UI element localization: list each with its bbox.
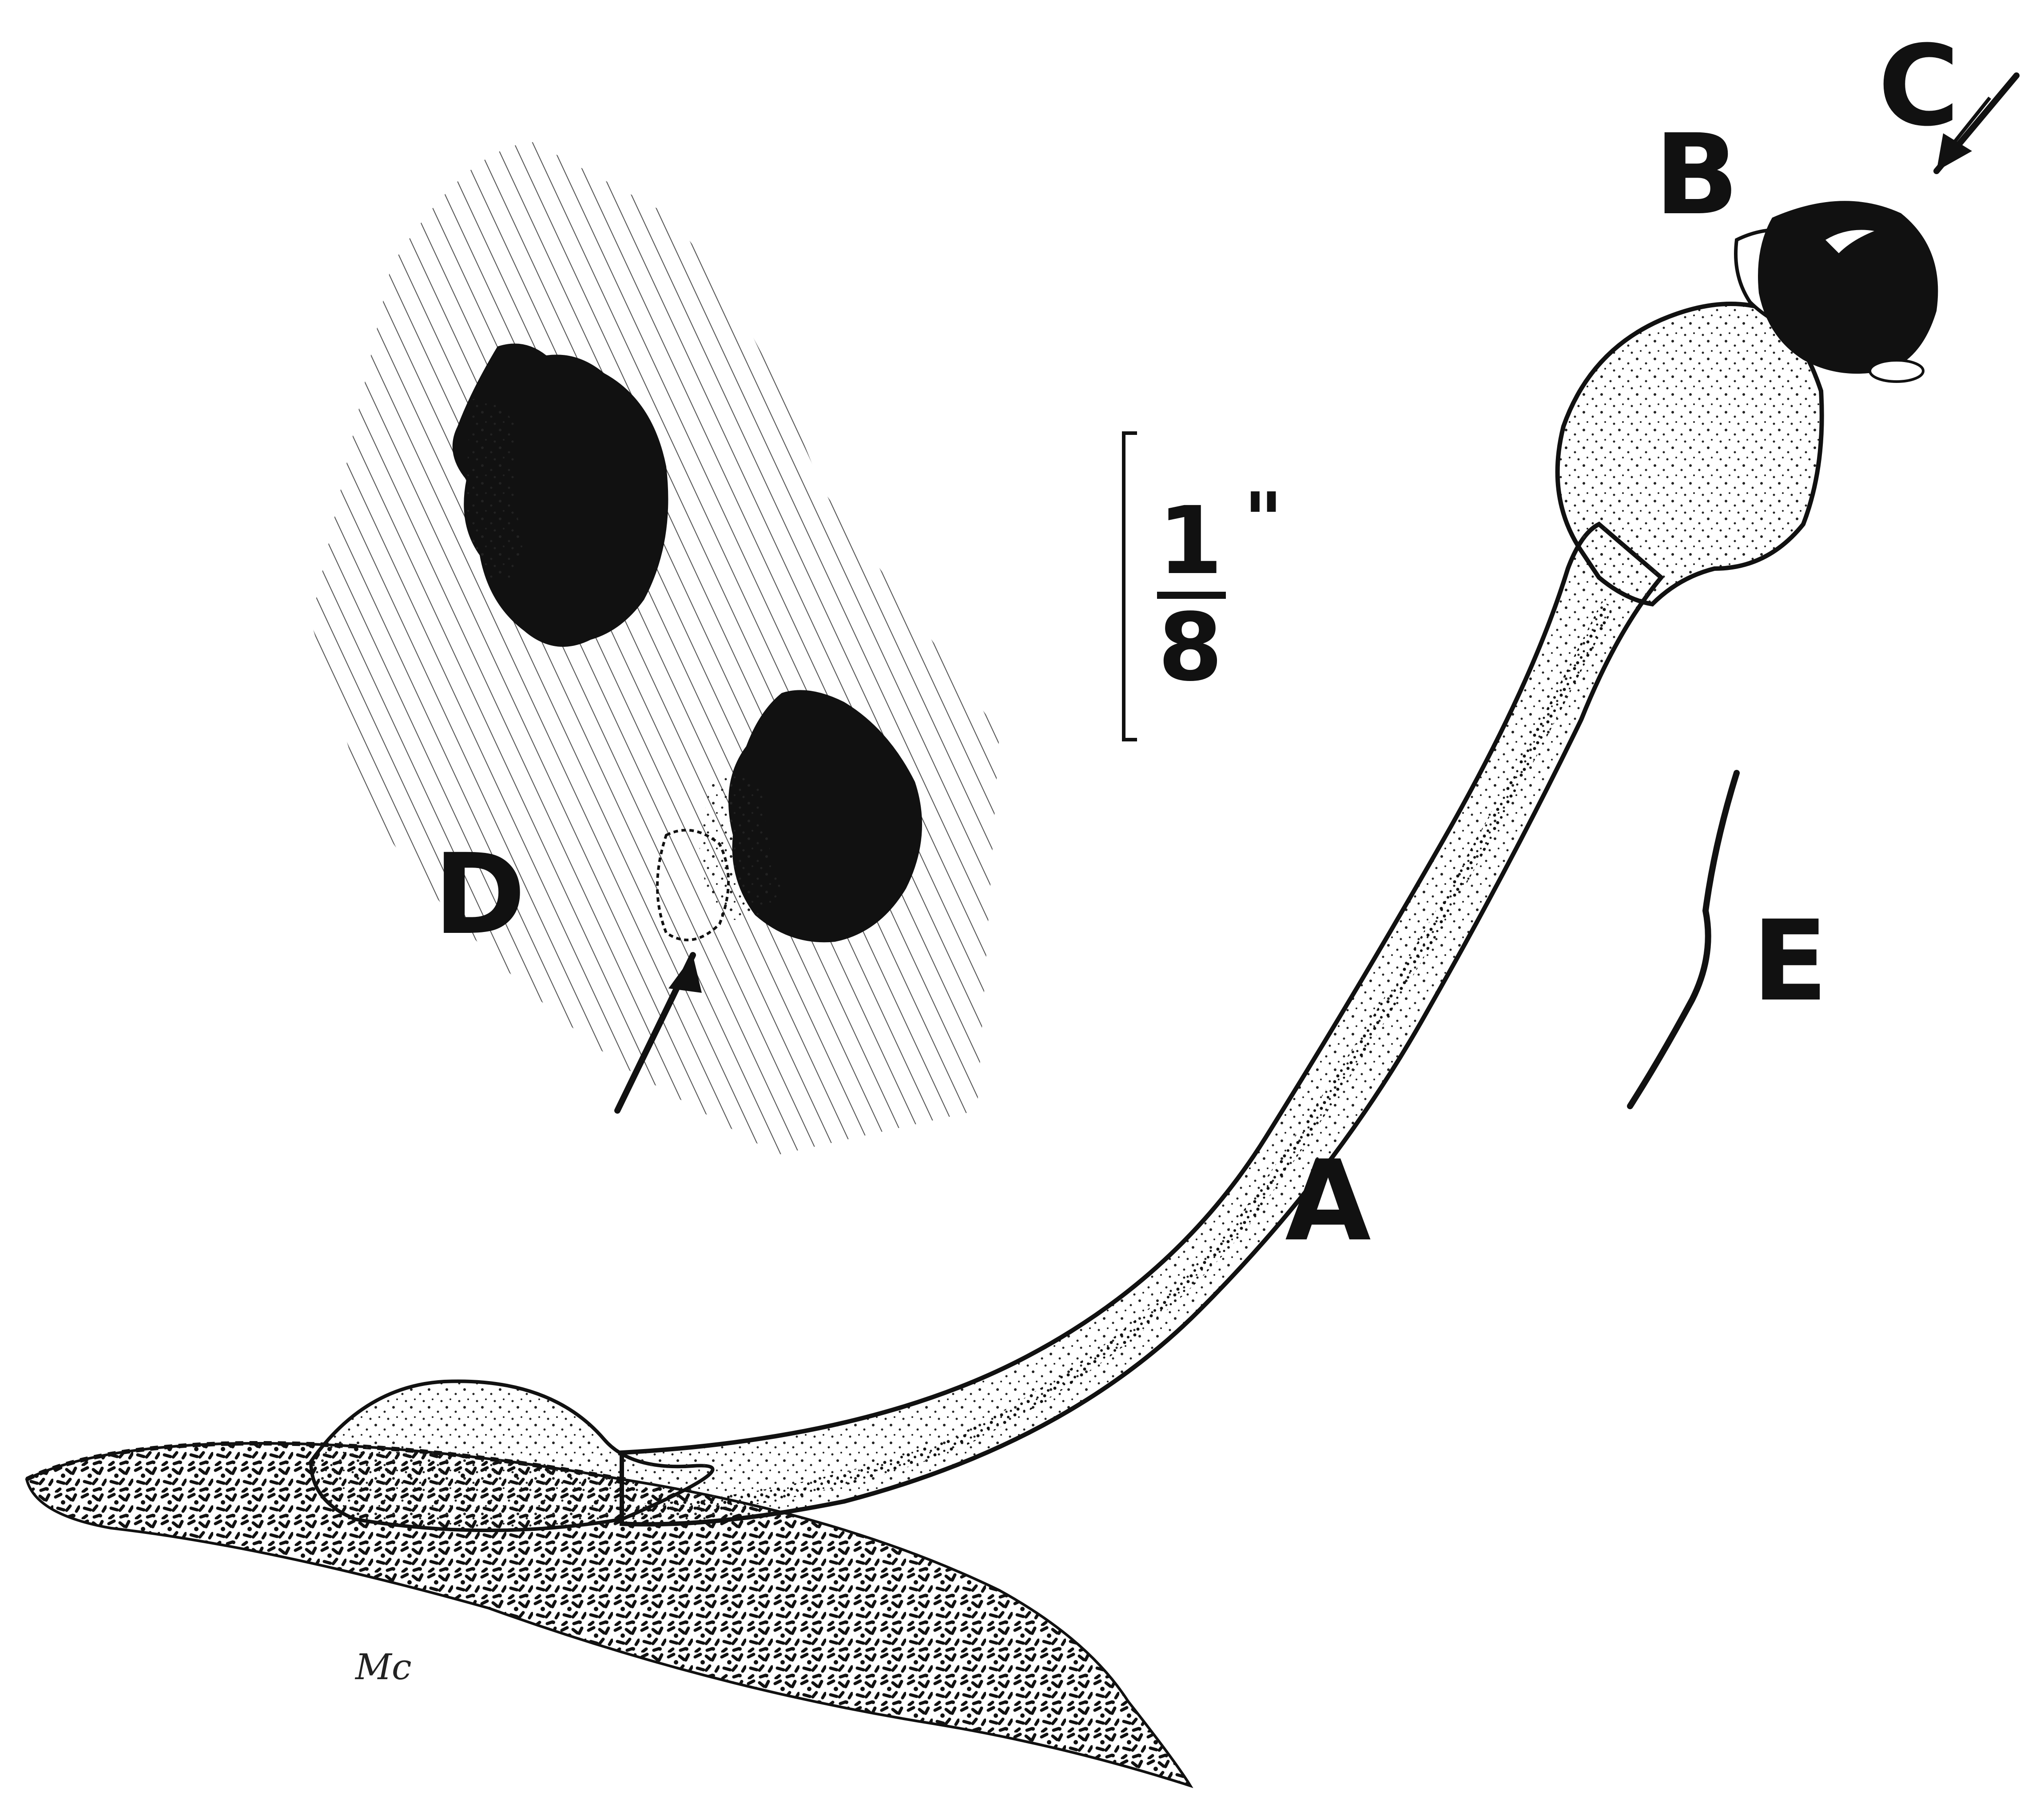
scale-numerator: 1 (1158, 486, 1223, 595)
scale-denominator: 8 (1158, 593, 1223, 702)
scale-unit: " (1244, 477, 1283, 565)
stalk-head-bulb (1558, 304, 1822, 604)
specimen-d-drawing (311, 142, 999, 1155)
scale-bar: 1 8 " (1124, 433, 1283, 740)
artist-signature: Mc (354, 1646, 412, 1688)
scale-bracket (1124, 433, 1137, 740)
label-c: C (1878, 21, 1959, 151)
specimen-e-line (1630, 773, 1737, 1106)
label-b: B (1654, 110, 1739, 239)
label-a: A (1285, 1136, 1371, 1266)
label-d: D (433, 830, 526, 959)
label-e: E (1752, 896, 1828, 1026)
cap-lower-rim (1870, 360, 1923, 382)
substrate-hatching (311, 142, 999, 1155)
